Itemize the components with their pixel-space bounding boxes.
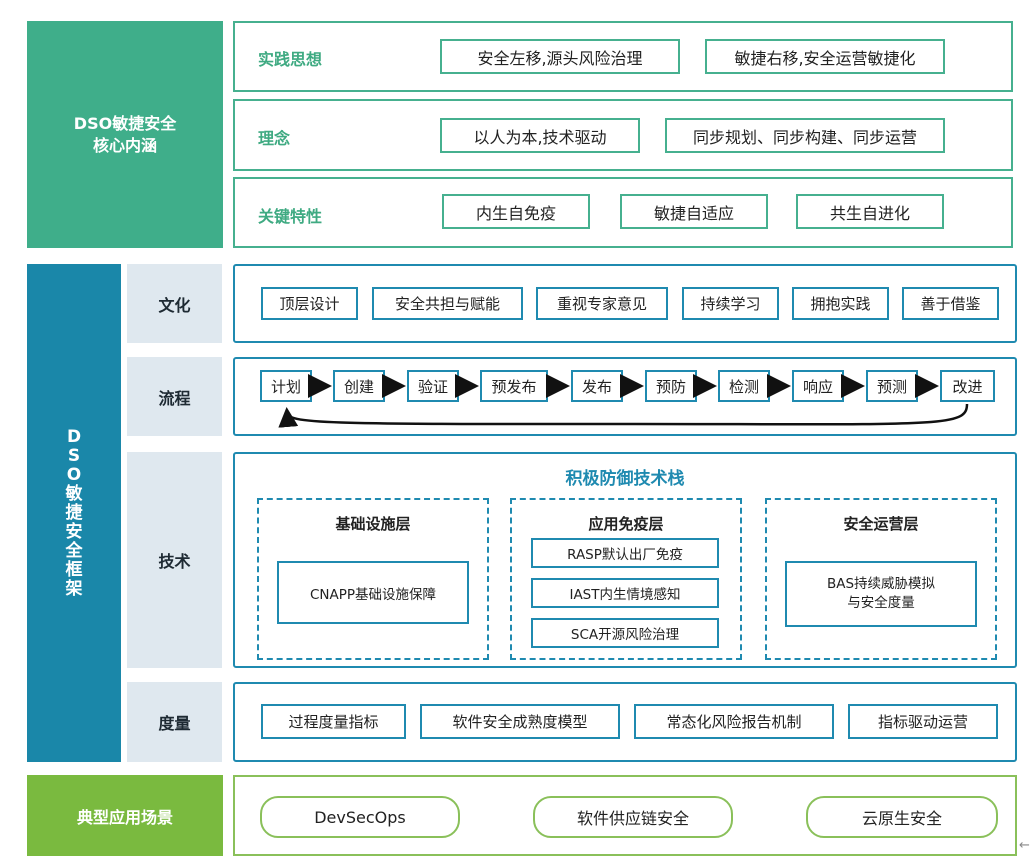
process-feedback-arrow [278,403,969,428]
process-step-1: 计划 [260,370,312,402]
process-step-7: 检测 [718,370,770,402]
rasp-box: RASP默认出厂免疫 [531,538,719,568]
framework-category-label: D S O 敏 捷 安 全 框 架 [65,426,83,599]
metrics-item-4: 指标驱动运营 [848,704,998,739]
process-step-6: 预防 [645,370,697,402]
layer-operations-title: 安全运营层 [843,515,919,533]
scenario-devsecops: DevSecOps [260,796,460,838]
scenarios-category-block: 典型应用场景 [27,775,223,856]
layer-application-title: 应用免疫层 [588,515,664,533]
process-step-9: 预测 [866,370,918,402]
concept-item-1: 以人为本,技术驱动 [440,118,640,153]
process-step-2: 创建 [333,370,385,402]
bas-box: BAS持续威胁模拟 与安全度量 [785,561,977,627]
feature-item-2: 敏捷自适应 [620,194,768,229]
core-row-label-concept: 理念 [258,129,291,148]
layer-infrastructure [257,498,489,660]
core-category-label: DSO敏捷安全 核心内涵 [73,113,177,155]
scenarios-category-label: 典型应用场景 [76,807,173,827]
metrics-item-1: 过程度量指标 [261,704,406,739]
layer-operations [765,498,997,660]
metrics-item-2: 软件安全成熟度模型 [420,704,620,739]
scenario-cloud-native: 云原生安全 [806,796,998,838]
concept-item-2: 同步规划、同步构建、同步运营 [665,118,945,153]
culture-item-6: 善于借鉴 [902,287,999,320]
iast-box: IAST内生情境感知 [531,578,719,608]
sublabel-technology: 技术 [127,452,222,668]
feature-item-1: 内生自免疫 [442,194,590,229]
sublabel-culture: 文化 [127,264,222,343]
sublabel-process: 流程 [127,357,222,436]
trailing-arrow-mark: ← [1019,838,1030,853]
culture-item-1: 顶层设计 [261,287,358,320]
practice-item-1: 安全左移,源头风险治理 [440,39,680,74]
core-category-block: DSO敏捷安全 核心内涵 [27,21,223,248]
process-step-5: 发布 [571,370,623,402]
layer-application [510,498,742,660]
bas-box-label: BAS持续威胁模拟 与安全度量 [826,576,936,611]
practice-item-2: 敏捷右移,安全运营敏捷化 [705,39,945,74]
culture-item-5: 拥抱实践 [792,287,889,320]
process-step-8: 响应 [792,370,844,402]
tech-stack-title: 积极防御技术栈 [565,469,685,489]
layer-infrastructure-title: 基础设施层 [335,515,411,533]
sublabel-metrics: 度量 [127,682,222,762]
core-row-label-features: 关键特性 [258,207,323,226]
cnapp-box: CNAPP基础设施保障 [277,561,469,624]
framework-category-block: D S O 敏 捷 安 全 框 架 [27,264,121,762]
scenario-supply-chain: 软件供应链安全 [533,796,733,838]
core-row-label-practice: 实践思想 [258,50,323,69]
culture-item-4: 持续学习 [682,287,779,320]
process-step-10: 改进 [940,370,995,402]
feature-item-3: 共生自进化 [796,194,944,229]
metrics-item-3: 常态化风险报告机制 [634,704,834,739]
culture-item-2: 安全共担与赋能 [372,287,523,320]
culture-item-3: 重视专家意见 [536,287,668,320]
sca-box: SCA开源风险治理 [531,618,719,648]
